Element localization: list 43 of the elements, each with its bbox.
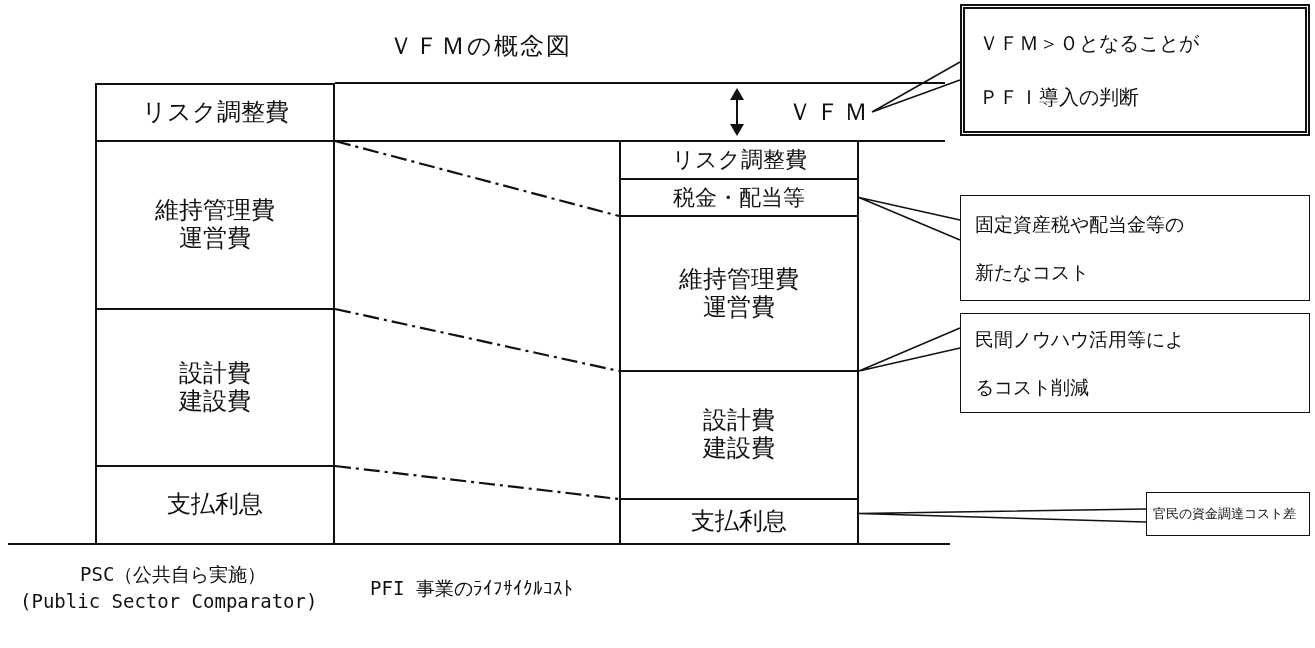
cost-box <box>95 140 335 310</box>
cost-box <box>619 370 859 500</box>
callout-text: 民間ノウハウ活用等によるコスト削減 <box>975 327 1185 400</box>
column-caption: PSC（公共自ら実施） <box>80 562 267 587</box>
cost-label: 設計費 <box>179 359 251 388</box>
cost-box <box>619 215 859 372</box>
cost-box <box>619 498 859 545</box>
cost-box <box>95 83 335 142</box>
dash-dot-line <box>334 307 620 373</box>
callout-tail <box>858 508 1147 523</box>
cost-label: 運営費 <box>703 293 775 322</box>
dash-dot-line <box>334 139 620 218</box>
callout-text: ＶＦＭ＞０となることがＰＦＩ導入の判断 <box>979 30 1200 111</box>
cost-box <box>95 308 335 467</box>
callout-text: 固定資産税や配当金等の新たなコスト <box>975 212 1185 285</box>
cost-label: 税金・配当等 <box>673 184 805 211</box>
cost-label: リスク調整費 <box>671 147 807 173</box>
cost-label: 運営費 <box>179 225 251 253</box>
vfm-label: ＶＦＭ <box>788 97 872 128</box>
callout-box <box>1146 492 1310 536</box>
column-caption: (Public Sector Comparator) <box>20 590 318 612</box>
callout-tail <box>871 61 961 113</box>
column-caption: PFI 事業のﾗｲﾌｻｲｸﾙｺｽﾄ <box>370 576 573 601</box>
vfm-band <box>335 82 945 142</box>
cost-box <box>95 465 335 545</box>
callout-box <box>960 195 1310 301</box>
cost-box <box>619 140 859 180</box>
dash-dot-line <box>334 464 620 501</box>
cost-label: 建設費 <box>179 387 251 416</box>
callout-box <box>960 4 1310 136</box>
cost-label: 支払利息 <box>691 507 787 536</box>
callout-tail <box>858 327 961 372</box>
cost-box <box>619 178 859 217</box>
callout-box <box>960 313 1310 413</box>
cost-label: リスク調整費 <box>141 98 289 127</box>
callout-text: 官民の資金調達コスト差 <box>1153 505 1297 523</box>
cost-label: 維持管理費 <box>155 197 275 225</box>
cost-label: 支払利息 <box>167 491 263 519</box>
cost-label: 建設費 <box>703 435 775 463</box>
diagram-title: ＶＦＭの概念図 <box>387 31 573 62</box>
callout-tail <box>858 196 961 241</box>
cost-label: 維持管理費 <box>679 265 799 294</box>
cost-label: 設計費 <box>703 407 775 435</box>
